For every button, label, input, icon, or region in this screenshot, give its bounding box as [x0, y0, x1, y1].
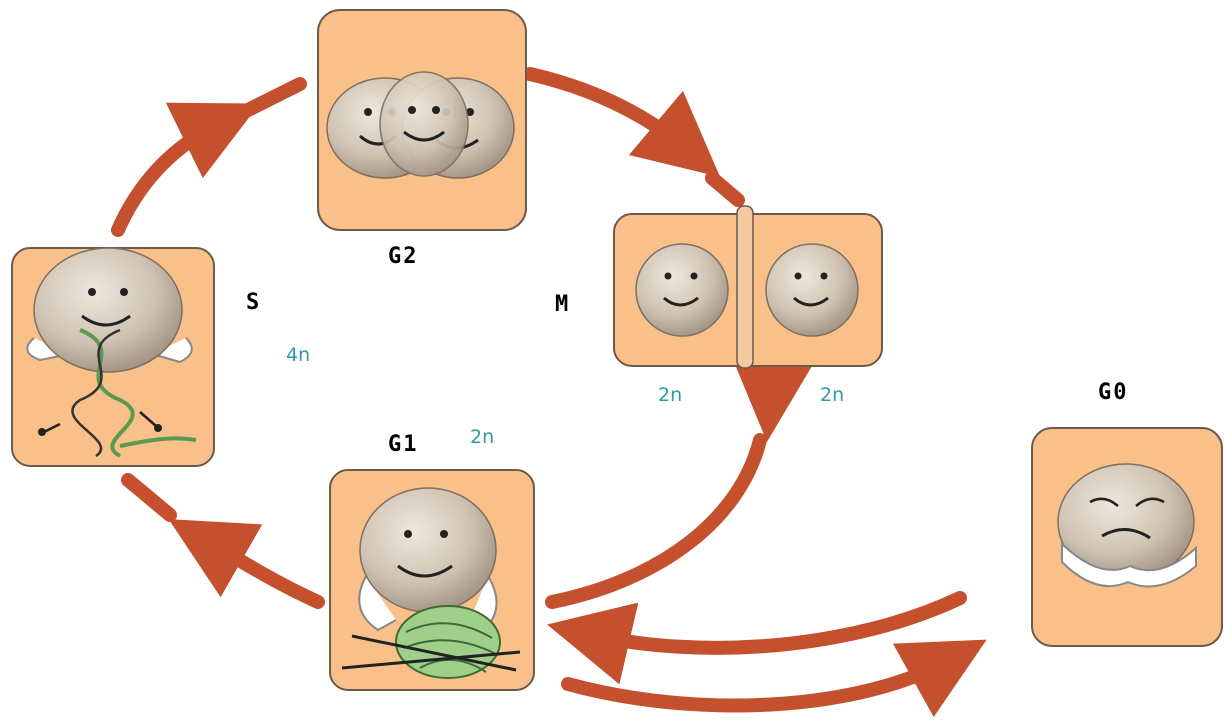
ploidy-label-m-right: 2n: [820, 384, 845, 406]
ploidy-label-g1: 2n: [470, 426, 495, 448]
dna-helix-icon: [38, 328, 197, 458]
arrow-g2-to-m: [523, 67, 721, 178]
g0-cell: [1057, 463, 1197, 588]
folded-arms: [1061, 541, 1197, 588]
arrow-s-to-g2: [111, 102, 260, 237]
phase-label-s: S: [246, 290, 262, 315]
arrow-g1-to-s: [121, 473, 177, 522]
g2-cell-middle: [379, 71, 469, 177]
cycle-arrows: [111, 67, 987, 718]
g1-card: [329, 469, 535, 691]
g0-card: [1031, 427, 1223, 647]
m-cell-right: [765, 243, 859, 337]
arrow-s-to-g2-tail: [225, 77, 307, 125]
phase-label-m: M: [555, 292, 571, 317]
s-card: [11, 247, 215, 467]
phase-label-g2: G2: [388, 244, 419, 269]
knitting-needle: [341, 650, 521, 670]
phase-label-g1: G1: [388, 432, 419, 457]
ploidy-label-m-left: 2n: [658, 384, 683, 406]
arrow-m-to-g1: [545, 433, 767, 609]
ploidy-label-s: 4n: [286, 344, 311, 366]
phase-label-g0: G0: [1098, 380, 1129, 405]
arrow-g0-to-g1: [547, 591, 967, 685]
m-division-septum: [736, 205, 754, 369]
arrow-g1-to-s-tail: [168, 519, 325, 609]
arrow-m-to-g1-head: [731, 355, 815, 442]
s-cell: [26, 247, 193, 373]
arrow-g1-to-g0: [561, 639, 987, 718]
knitting-needle: [351, 634, 517, 672]
yarn-ball-icon: [341, 605, 521, 679]
m-cell-left: [635, 243, 729, 337]
g2-card: [317, 9, 527, 231]
m-card: [613, 205, 883, 369]
arrow-g2-to-m-tail: [705, 171, 745, 207]
